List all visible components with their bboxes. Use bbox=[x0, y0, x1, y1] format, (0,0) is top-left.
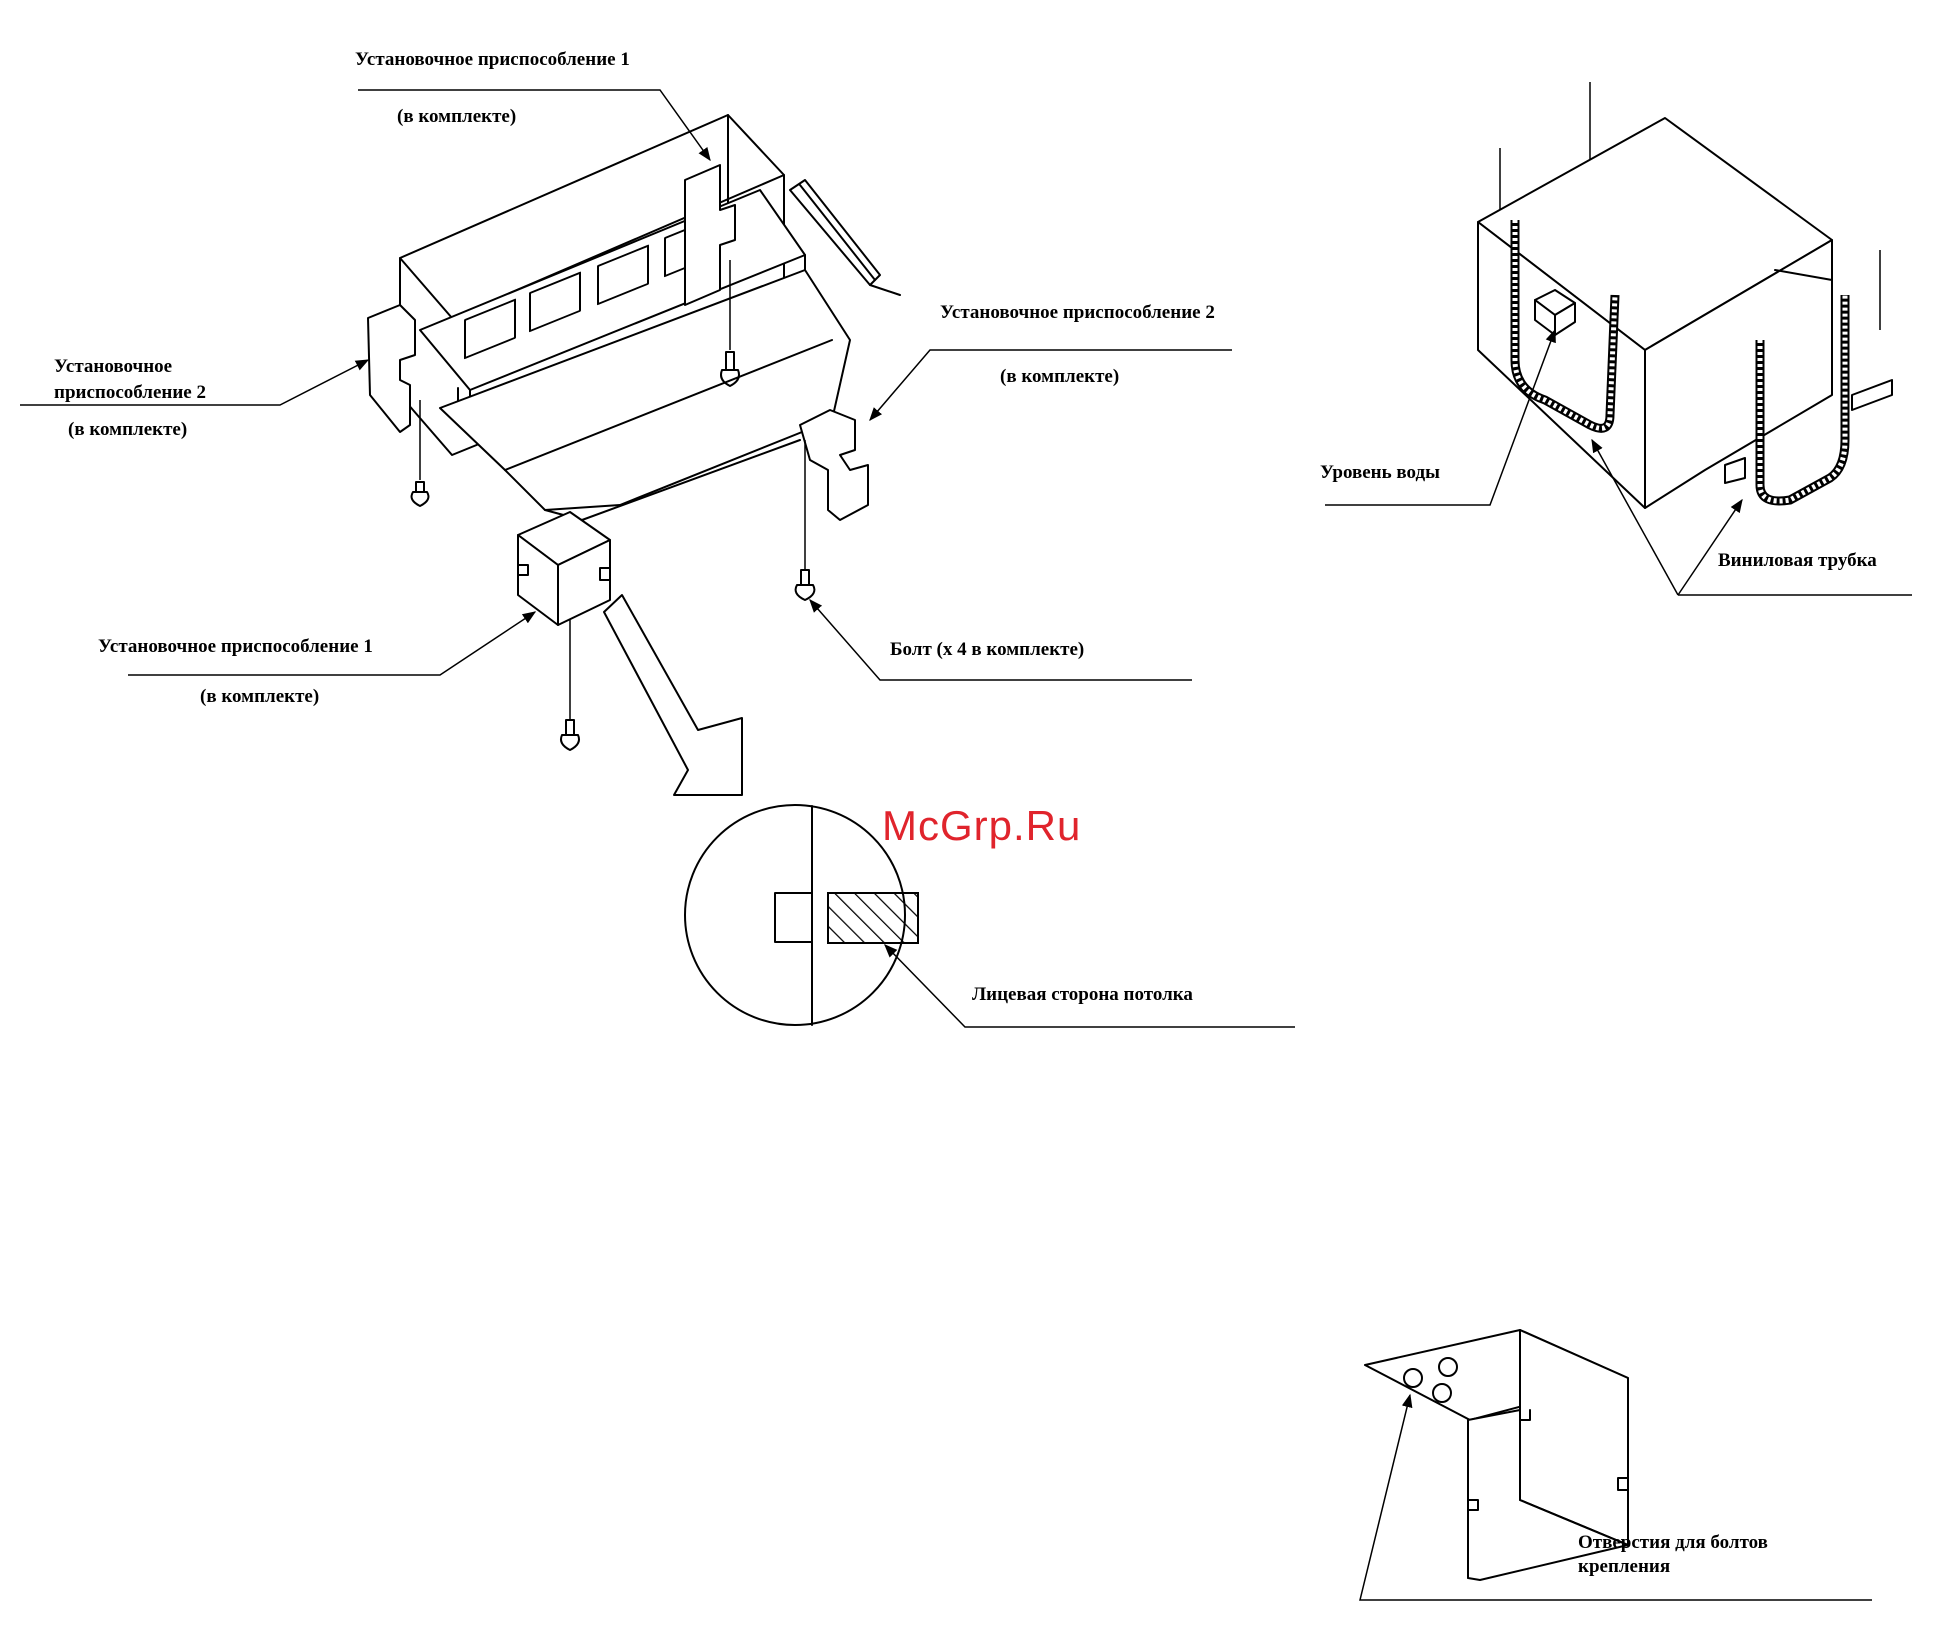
fixture1-bottom-sublabel: (в комплекте) bbox=[200, 686, 319, 707]
watermark: McGrp.Ru bbox=[882, 802, 1081, 849]
bolt-icon bbox=[412, 482, 429, 506]
ceiling-face-label: Лицевая сторона потолка bbox=[972, 984, 1193, 1005]
water-level-label: Уровень воды bbox=[1320, 462, 1440, 483]
water-level-drawing bbox=[1478, 82, 1892, 508]
vinyl-tube-label: Виниловая трубка bbox=[1718, 550, 1877, 571]
fixture1-top-label: Установочное приспособление 1 bbox=[355, 49, 630, 70]
bolt-holes-label-line1: Отверстия для болтов bbox=[1578, 1532, 1768, 1553]
detail-arrow bbox=[604, 595, 742, 795]
fixture2-left-label-line1: Установочное bbox=[54, 356, 172, 377]
fixture2-right-sublabel: (в комплекте) bbox=[1000, 366, 1119, 387]
fixture1-top-sublabel: (в комплекте) bbox=[397, 106, 516, 127]
bolt-holes-label-line2: крепления bbox=[1578, 1556, 1670, 1577]
fixture2-right-label: Установочное приспособление 2 bbox=[940, 302, 1215, 323]
fixture2-left-sublabel: (в комплекте) bbox=[68, 419, 187, 440]
bolt-icon bbox=[796, 570, 815, 600]
bolt-label: Болт (x 4 в комплекте) bbox=[890, 639, 1084, 660]
fixture2-left-label-line2: приспособление 2 bbox=[54, 382, 206, 403]
bolt-icon bbox=[561, 720, 579, 750]
fixture1-bottom-label: Установочное приспособление 1 bbox=[98, 636, 373, 657]
